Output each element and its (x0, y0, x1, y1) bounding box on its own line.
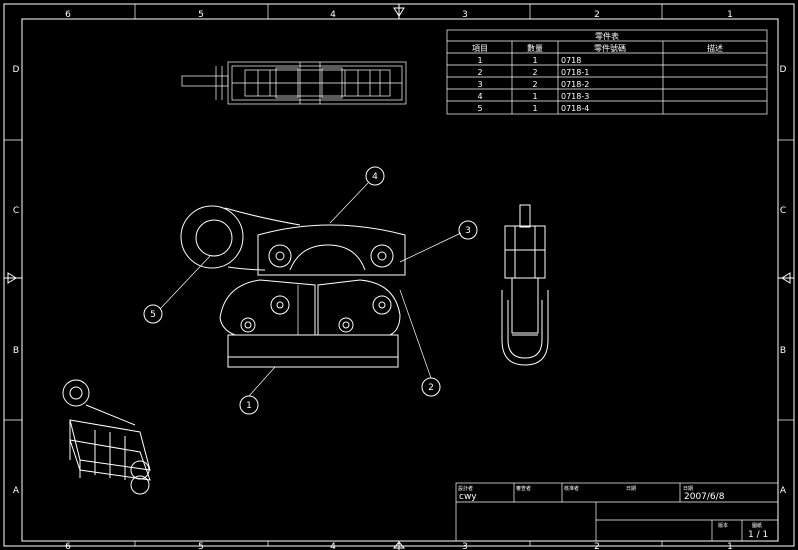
zone-labels: 6 5 4 3 2 1 6 5 4 3 2 1 D C B A D C B A (13, 10, 787, 550)
parts-table-cell: 1 (532, 104, 537, 113)
centering-marks (4, 4, 794, 550)
date-label-left: 日期 (626, 486, 636, 492)
col-label-bottom: 2 (594, 542, 600, 550)
parts-table-cell: 3 (477, 80, 482, 89)
row-label-left: D (13, 65, 20, 75)
parts-table-header: 數量 (527, 43, 543, 53)
row-label-right: A (780, 486, 787, 496)
zone-ticks (4, 4, 794, 546)
parts-table-header: 項目 (472, 44, 488, 53)
date-value: 2007/6/8 (684, 492, 725, 502)
sheet-label: 圖紙 (752, 522, 762, 529)
row-label-left: C (13, 206, 19, 216)
parts-table-cell: 1 (477, 56, 482, 65)
row-label-left: A (13, 486, 20, 496)
parts-table-cell: 0718-1 (561, 68, 589, 77)
version-label: 版本 (718, 522, 728, 529)
col-label-top: 3 (462, 10, 468, 20)
side-view (501, 204, 549, 366)
parts-table-cell: 0718-3 (561, 92, 589, 101)
col-label-top: 5 (198, 10, 204, 20)
balloon-label: 5 (150, 310, 156, 320)
designer-value: cwy (459, 492, 477, 502)
title-block: 設計者 審查者 核准者 日期 日期 版本 圖紙 cwy 2007/6/8 1 /… (455, 482, 779, 542)
balloon-3 (458, 220, 478, 240)
col-label-bottom: 3 (462, 542, 468, 550)
col-label-top: 1 (727, 10, 733, 20)
parts-table-cell: 1 (532, 56, 537, 65)
parts-table-title: 零件表 (595, 31, 619, 41)
approver-label: 核准者 (564, 485, 579, 492)
checker-label: 審查者 (516, 485, 531, 492)
row-label-right: D (780, 65, 787, 75)
balloon-5 (143, 304, 163, 324)
col-label-bottom: 6 (65, 542, 71, 550)
parts-table-cell: 2 (477, 68, 482, 77)
col-label-top: 6 (65, 10, 71, 20)
col-label-top: 4 (330, 10, 336, 20)
balloon-label: 4 (372, 172, 378, 182)
balloon-callouts: 1 2 3 4 5 (143, 166, 478, 415)
parts-table-cell: 0718-4 (561, 104, 589, 113)
col-label-bottom: 5 (198, 542, 204, 550)
parts-table-cell: 2 (532, 80, 537, 89)
designer-label: 設計者 (458, 485, 473, 492)
top-view (181, 61, 407, 105)
balloon-label: 2 (428, 383, 434, 393)
col-label-bottom: 1 (727, 542, 733, 550)
sheet-value: 1 / 1 (748, 530, 768, 540)
parts-table-cell: 4 (477, 92, 482, 101)
row-label-left: B (13, 346, 19, 356)
balloon-2 (421, 377, 441, 397)
front-view (180, 205, 406, 368)
date-label: 日期 (683, 486, 693, 492)
col-label-bottom: 4 (330, 542, 336, 550)
parts-table-cell: 0718 (561, 56, 581, 65)
balloon-1 (239, 395, 259, 415)
parts-table-cell: 0718-2 (561, 80, 589, 89)
parts-table-cell: 2 (532, 68, 537, 77)
isometric-view (62, 379, 151, 495)
balloon-label: 1 (246, 401, 252, 411)
parts-table: 零件表 項目 數量 零件號碼 描述 1 1 0718 2 2 0718-1 3 2 0718-2… (446, 29, 768, 115)
parts-table-header: 描述 (707, 43, 723, 53)
balloon-label: 3 (465, 226, 471, 236)
balloon-4 (365, 166, 385, 186)
inner-frame (21, 18, 779, 542)
row-label-right: C (780, 206, 786, 216)
parts-table-cell: 1 (532, 92, 537, 101)
col-label-top: 2 (594, 10, 600, 20)
row-label-right: B (780, 346, 786, 356)
parts-table-header: 零件號碼 (594, 43, 626, 53)
parts-table-cell: 5 (477, 104, 482, 113)
